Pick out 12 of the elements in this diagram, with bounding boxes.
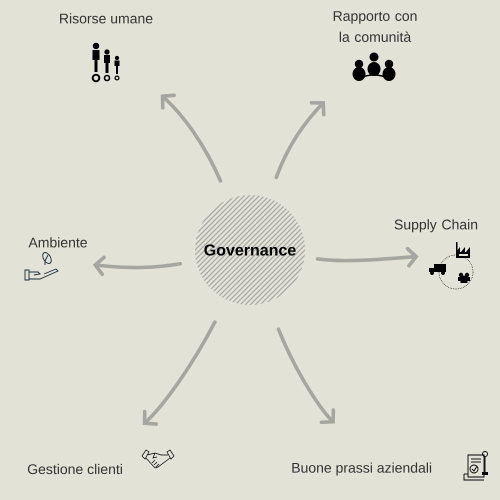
node-label: Supply Chain <box>394 219 478 232</box>
node-label: Ambiente <box>28 237 87 248</box>
arrow <box>316 246 419 268</box>
node-label: Rapporto con la comunità <box>334 11 416 42</box>
arrow <box>142 320 217 426</box>
node-label: Gestione clienti <box>28 464 122 474</box>
arrow <box>160 94 222 183</box>
arrow <box>274 100 326 180</box>
node-label: Buone prassi aziendali <box>292 462 432 476</box>
node-label: Risorse umane <box>60 13 152 24</box>
arrow <box>276 327 336 424</box>
arrow <box>92 256 182 276</box>
